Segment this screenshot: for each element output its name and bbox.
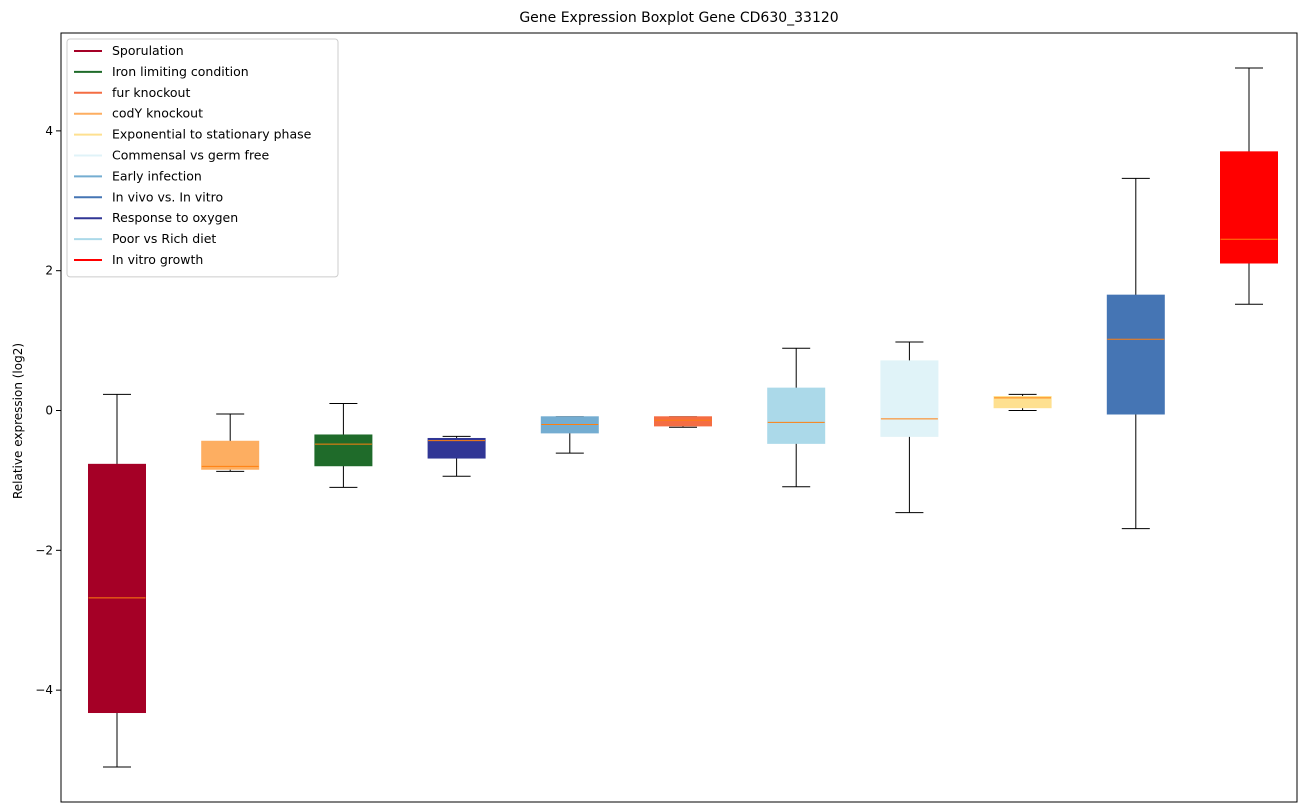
box-body [654, 416, 712, 427]
y-tick-label: 2 [45, 264, 53, 278]
box-body [880, 360, 939, 437]
legend-label: Response to oxygen [112, 210, 238, 225]
box-cody-knockout [201, 413, 260, 472]
plot-area [88, 67, 1278, 768]
box-body [201, 440, 260, 470]
box-early-infection [540, 416, 599, 454]
legend-box [66, 38, 339, 278]
box-body [1220, 151, 1278, 264]
box-in-vivo-vs-in-vitro [1106, 177, 1165, 530]
y-tick-label: −4 [35, 683, 53, 697]
legend-label: Iron limiting condition [112, 64, 249, 79]
axes-frame [60, 32, 1298, 803]
chart-title: Gene Expression Boxplot Gene CD630_33120 [519, 10, 838, 26]
box-sporulation [88, 393, 146, 768]
box-body [88, 463, 146, 714]
legend-label: Sporulation [112, 43, 184, 58]
box-body [1106, 294, 1165, 415]
legend-label: In vivo vs. In vitro [112, 189, 223, 204]
legend-label: fur knockout [112, 85, 190, 100]
box-exponential-to-stationary-phase [993, 393, 1052, 412]
box-body [993, 396, 1052, 409]
legend-label: Exponential to stationary phase [112, 127, 312, 142]
box-body [314, 434, 373, 467]
box-commensal-vs-germ-free [880, 341, 939, 514]
box-in-vitro-growth [1220, 67, 1278, 305]
box-response-to-oxygen [427, 435, 486, 477]
y-axis-ticks: −4 −2 0 2 4 [35, 124, 61, 697]
y-tick-label: 0 [45, 404, 53, 418]
box-body [767, 387, 826, 444]
y-tick-label: −2 [35, 543, 53, 557]
box-poor-vs-rich-diet [767, 347, 826, 488]
legend-label: codY knockout [112, 106, 203, 121]
legend-label: In vitro growth [112, 252, 203, 267]
y-axis-label: Relative expression (log2) [11, 343, 25, 499]
legend-label: Commensal vs germ free [112, 148, 269, 163]
legend-label: Early infection [112, 168, 202, 183]
box-fur-knockout [654, 416, 712, 428]
y-tick-label: 4 [45, 124, 53, 138]
box-iron-limiting-condition [314, 403, 373, 488]
box-body [427, 437, 486, 459]
legend-label: Poor vs Rich diet [112, 231, 216, 246]
